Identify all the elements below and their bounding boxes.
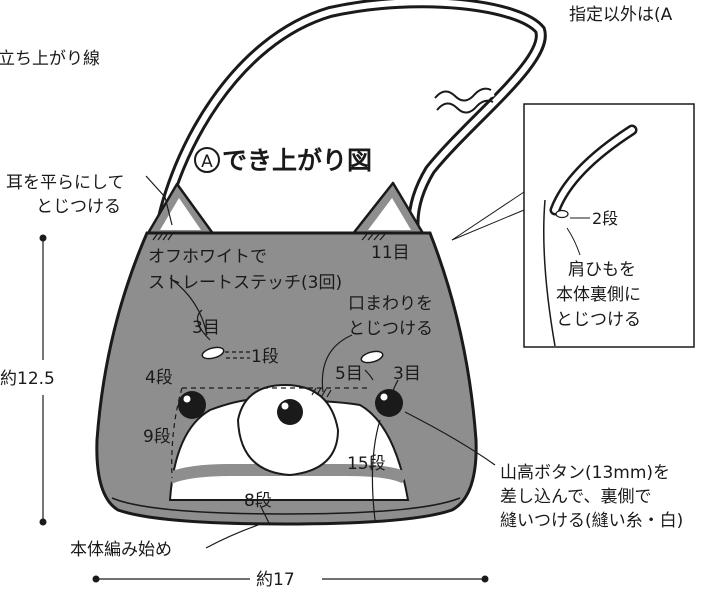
guide-lines [169,277,496,526]
ear-note-line1: 耳を平らにして [6,173,125,193]
diagram-title: A でき上がり図 [194,146,372,175]
start-label: 本体編み始め [70,540,172,560]
title-marker: A [201,152,213,172]
button-note-line2: 差し込んで、裏側で [500,486,651,507]
inset-note-line2: 本体裏側に [556,284,641,305]
stitch-note-line2: ストレートステッチ(3回) [148,273,342,293]
left-eye [178,391,206,419]
rows-8dan: 8段 [244,491,272,511]
height-dimension: 約12.5 [0,234,55,526]
mouth-note-line1: 口まわりを [348,294,433,314]
nose [277,399,303,425]
title-text: でき上がり図 [222,146,372,175]
shoulder-strap [154,0,547,238]
button-note-line1: 山高ボタン(13mm)を [500,463,670,483]
button-note-line3: 縫いつける(縫い糸・白) [500,511,683,531]
rows-11: 11目 [371,243,410,263]
right-eye [375,389,403,417]
inset-detail: 2段 肩ひもを 本体裏側に とじつける [451,103,695,348]
bag-body [95,231,478,526]
rows-3a: 3目 [192,318,220,338]
mouth-note-line2: とじつける [348,319,433,339]
ear-note-line2: とじつける [36,197,121,217]
stitch-note-line1: オフホワイトで [148,247,267,267]
inset-note-line3: とじつける [556,310,641,330]
inset-rows-2: 2段 [592,209,618,228]
rows-5me: 5目 [335,364,363,384]
features [178,346,403,425]
width-label: 約17 [256,570,295,590]
rows-4dan: 4段 [145,368,173,388]
width-dimension: 約17 [92,570,489,590]
rows-15dan: 15段 [347,454,386,474]
rows-3b: 3目 [393,364,421,384]
rows-1dan: 1段 [251,347,279,367]
top-right-note: 指定以外は(A [569,5,673,25]
height-label: 約12.5 [0,369,55,389]
inset-note-line1: 肩ひもを [568,260,636,280]
rows-9dan: 9段 [143,427,171,447]
seam-marks [152,232,387,398]
ear-leader [145,175,173,226]
left-ear [145,182,216,237]
top-left-note: 立ち上がり線 [0,49,100,69]
